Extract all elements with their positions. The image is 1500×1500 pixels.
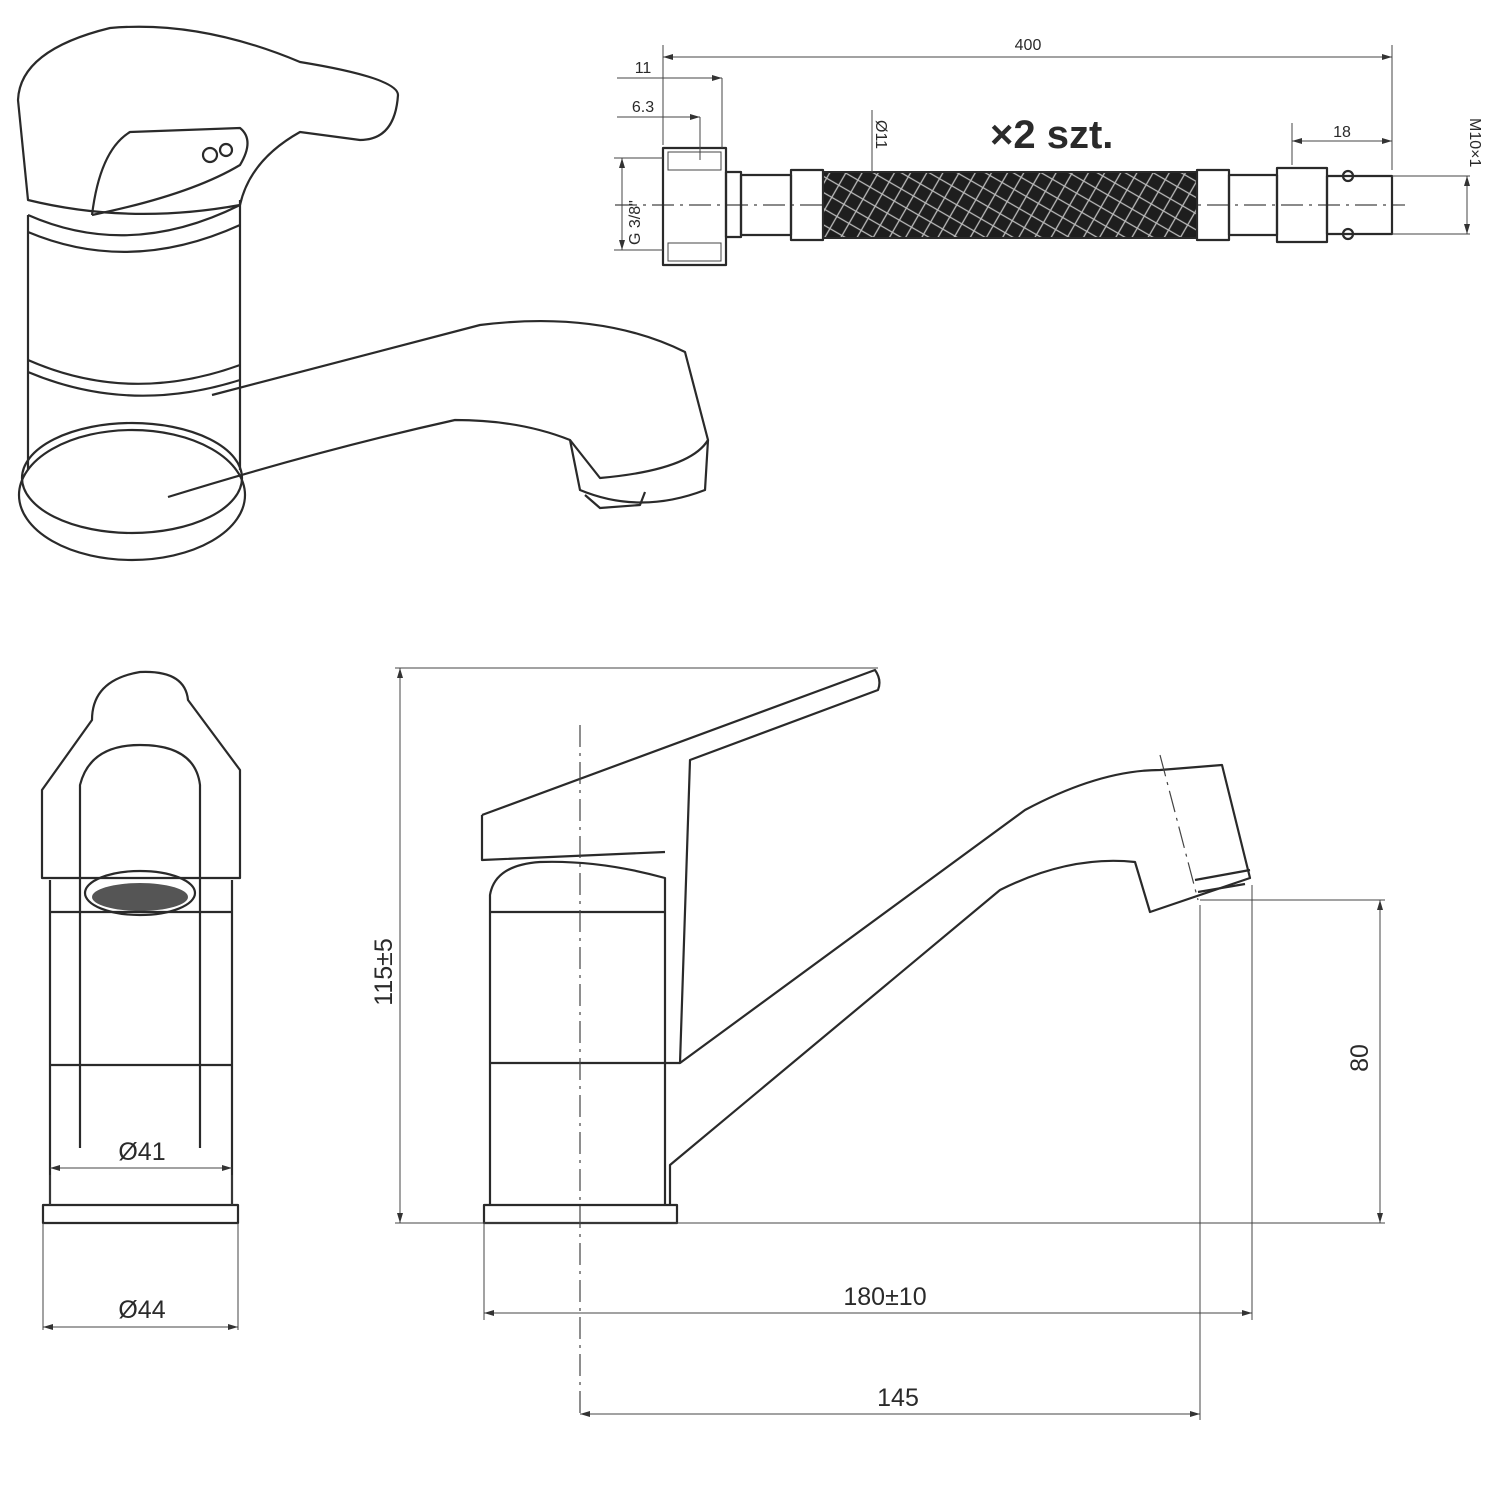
quantity-label: ×2 szt. (990, 113, 1113, 157)
dim-total-reach: 180±10 (843, 1283, 926, 1311)
dim-body-diameter: Ø41 (118, 1138, 165, 1166)
dim-hose-length: 400 (1015, 37, 1042, 54)
dim-height: 115±5 (370, 938, 398, 1005)
dim-end-thread: M10×1 (1466, 118, 1483, 167)
hose-drawing: 400 11 6.3 18 Ø11 M10×1 G 3/8" ×2 szt. (614, 37, 1483, 267)
dim-hose-diameter: Ø11 (872, 120, 889, 149)
faucet-front-view: Ø41 Ø44 (40, 670, 242, 1330)
dim-nut-thread: G 3/8" (627, 200, 644, 245)
dim-spout-reach: 145 (877, 1384, 919, 1412)
dim-seat-offset: 6.3 (632, 99, 654, 116)
dim-end-length: 18 (1333, 124, 1351, 141)
dim-base-diameter: Ø44 (118, 1296, 165, 1324)
dim-nut-offset: 11 (635, 60, 652, 77)
faucet-side-view: 115±5 80 180±10 145 (370, 667, 1385, 1420)
faucet-perspective-view (16, 25, 710, 562)
dim-spout-height: 80 (1346, 1044, 1374, 1072)
